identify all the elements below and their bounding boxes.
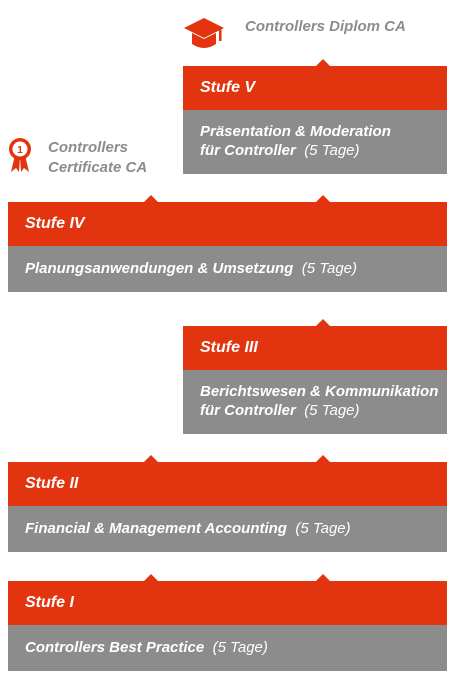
course-duration: (5 Tage)	[212, 639, 268, 656]
course-name: Planungsanwendungen & Umsetzung	[25, 260, 294, 277]
connector-arrow	[316, 455, 330, 462]
course-name-line2: für Controller	[200, 402, 296, 419]
certificate-label-line2: Certificate CA	[48, 159, 148, 176]
stage-title: Stufe I	[8, 581, 447, 625]
stage-block-5: Stufe V Präsentation & Moderation für Co…	[183, 66, 447, 174]
connector-arrow	[144, 195, 158, 202]
graduation-cap-icon	[184, 16, 224, 59]
connector-arrow	[316, 574, 330, 581]
diplom-label: Controllers Diplom CA	[245, 18, 406, 35]
course-duration: (5 Tage)	[295, 520, 351, 537]
certificate-label-line1: Controllers	[48, 139, 129, 156]
stage-title: Stufe V	[183, 66, 447, 110]
course-name: Financial & Management Accounting	[25, 520, 287, 537]
course-box: Präsentation & Moderation für Controller…	[183, 110, 447, 174]
connector-arrow	[316, 195, 330, 202]
svg-text:1: 1	[17, 145, 23, 156]
stage-block-4: Stufe IV Planungsanwendungen & Umsetzung…	[8, 202, 447, 292]
course-name-line1: Präsentation & Moderation	[200, 123, 391, 140]
course-box: Berichtswesen & Kommunikation für Contro…	[183, 370, 447, 434]
course-duration: (5 Tage)	[304, 402, 360, 419]
course-name-line1: Berichtswesen & Kommunikation	[200, 383, 439, 400]
course-box: Financial & Management Accounting (5 Tag…	[8, 506, 447, 552]
course-name: Controllers Best Practice	[25, 639, 205, 656]
stage-block-3: Stufe III Berichtswesen & Kommunikation …	[183, 326, 447, 434]
connector-arrow	[316, 59, 330, 66]
stage-block-2: Stufe II Financial & Management Accounti…	[8, 462, 447, 552]
certificate-label: Controllers Certificate CA	[48, 138, 147, 178]
course-box: Planungsanwendungen & Umsetzung (5 Tage)	[8, 246, 447, 292]
course-duration: (5 Tage)	[301, 260, 358, 277]
course-box: Controllers Best Practice (5 Tage)	[8, 625, 447, 671]
stage-block-1: Stufe I Controllers Best Practice (5 Tag…	[8, 581, 447, 671]
course-duration: (5 Tage)	[304, 142, 360, 159]
stage-title: Stufe II	[8, 462, 447, 506]
connector-arrow	[144, 574, 158, 581]
stage-title: Stufe IV	[8, 202, 447, 246]
connector-arrow	[144, 455, 158, 462]
course-name-line2: für Controller	[200, 142, 296, 159]
connector-arrow	[316, 319, 330, 326]
award-ribbon-icon: 1	[8, 137, 32, 178]
stage-title: Stufe III	[183, 326, 447, 370]
